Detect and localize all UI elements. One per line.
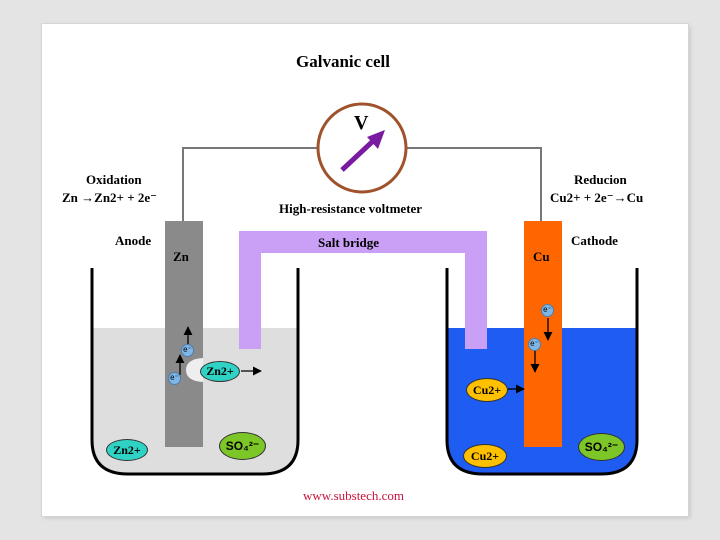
diagram-title: Galvanic cell	[296, 52, 390, 71]
anode-label: Anode	[115, 233, 152, 248]
zn-ion-leaving: Zn2+	[200, 361, 240, 382]
wire-right	[406, 147, 542, 222]
zinc-electrode-pit	[186, 358, 203, 382]
source-link[interactable]: www.substech.com	[303, 488, 404, 503]
reduction-equation: Cu2+ + 2e⁻→Cu	[550, 190, 644, 205]
wire-left	[182, 147, 318, 222]
reduction-title: Reducion	[574, 172, 627, 187]
zn-ion-solution: Zn2+	[106, 439, 148, 461]
voltmeter-label: High-resistance voltmeter	[279, 201, 423, 216]
so4-ion-anode: SO₄²⁻	[219, 432, 266, 460]
cu-ion-solution: Cu2+	[463, 444, 507, 468]
voltmeter-arrowhead-icon	[367, 130, 385, 149]
electron-cathode-1: e⁻	[541, 304, 554, 317]
copper-electrode	[524, 221, 562, 447]
oxidation-title: Oxidation	[86, 172, 142, 187]
cathode-label: Cathode	[571, 233, 618, 248]
oxidation-equation: Zn →Zn2+ + 2e⁻	[62, 190, 157, 205]
so4-ion-cathode: SO₄²⁻	[578, 433, 625, 461]
copper-electrode-label: Cu	[533, 249, 550, 264]
electron-cathode-2: e⁻	[528, 338, 541, 351]
salt-bridge	[239, 231, 487, 349]
electron-anode-2: e⁻	[168, 372, 181, 385]
salt-bridge-label: Salt bridge	[318, 235, 380, 250]
cu-ion-approaching: Cu2+	[466, 378, 508, 402]
electron-anode-1: e⁻	[181, 344, 194, 357]
voltmeter-needle	[340, 140, 374, 172]
zinc-electrode-label: Zn	[173, 249, 189, 264]
anode-beaker	[90, 268, 300, 476]
cathode-beaker	[445, 268, 639, 476]
voltmeter-symbol: V	[354, 112, 369, 134]
